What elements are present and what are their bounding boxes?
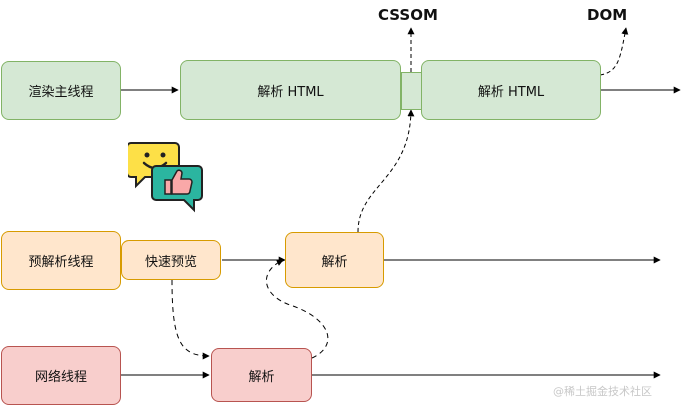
network-parse-label: 解析	[248, 369, 275, 385]
dom-label: DOM	[587, 6, 628, 24]
smiley-chat-icon	[128, 142, 203, 213]
preparse-parse-label: 解析	[321, 254, 348, 270]
network-parse-box: 解析	[211, 348, 312, 402]
preparse-thread-label: 预解析线程	[28, 255, 94, 270]
render-main-thread-label: 渲染主线程	[28, 85, 94, 100]
parse-html-label-2: 解析 HTML	[477, 84, 545, 100]
cssom-label: CSSOM	[378, 6, 438, 24]
css-parse-connector-box	[401, 72, 422, 110]
quick-preview-label: 快速预览	[144, 254, 197, 270]
render-main-thread-box: 渲染主线程	[1, 61, 121, 120]
preparse-thread-box: 预解析线程	[1, 231, 121, 290]
parse-html-box-1: 解析 HTML	[180, 60, 401, 120]
network-thread-label: 网络线程	[34, 370, 87, 385]
watermark: @稀土掘金技术社区	[553, 385, 652, 398]
preparse-to-main-dashed	[357, 109, 415, 233]
quick-preview-box: 快速预览	[121, 240, 221, 280]
preview-to-network-dashed	[171, 279, 210, 360]
parse-html-label-1: 解析 HTML	[257, 84, 324, 100]
preparse-parse-box: 解析	[285, 232, 384, 288]
network-thread-box: 网络线程	[1, 346, 121, 405]
dom-dashed-arrow	[599, 27, 629, 76]
parse-html-box-2: 解析 HTML	[421, 60, 601, 120]
network-to-preparse-dashed	[265, 259, 329, 359]
